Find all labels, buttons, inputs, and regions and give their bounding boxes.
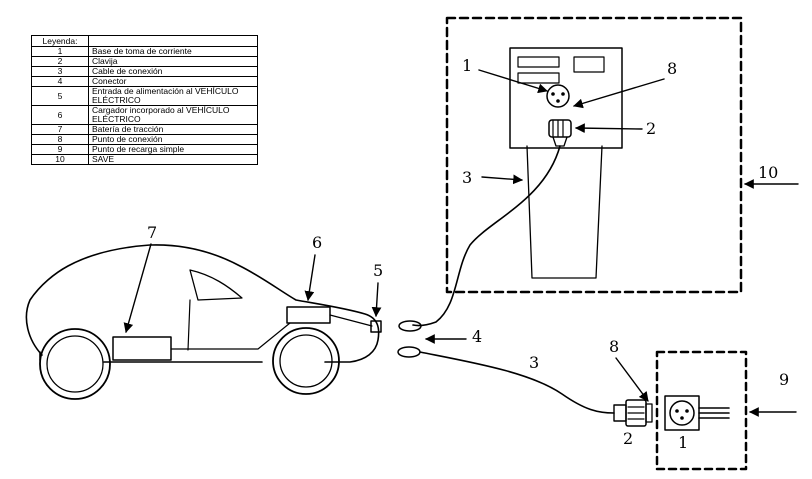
label-station-outlet: 1 [462, 56, 472, 75]
label-car-charger: 6 [312, 233, 322, 252]
legend-text: SAVE [88, 154, 258, 165]
label-car-inlet: 5 [373, 261, 383, 280]
electric-car: 7 6 5 [25, 223, 383, 400]
arrow-station-plug [575, 123, 643, 134]
car-inlet [370, 320, 382, 333]
station-outlet-icon [546, 84, 570, 108]
station-display-1 [517, 56, 560, 68]
simple-plug-icon [613, 399, 653, 427]
label-station-cable: 3 [462, 168, 472, 187]
arrow-station-point [573, 78, 665, 109]
label-simple-point: 8 [609, 337, 619, 356]
save-dashed-box [445, 16, 743, 294]
arrow-station-cable [481, 174, 523, 185]
car-hub-front [279, 334, 333, 388]
label-station-box: 10 [758, 163, 778, 182]
car-window [189, 269, 243, 301]
label-connectors: 4 [472, 327, 482, 346]
car-hub-rear [46, 335, 104, 393]
arrow-car-charger [304, 254, 316, 301]
label-simple-outlet: 1 [678, 433, 688, 452]
connector-lower [397, 346, 421, 358]
car-wheel-front [272, 327, 340, 395]
connector-upper [398, 320, 422, 332]
car-wheel-rear [39, 328, 111, 400]
car-battery [112, 336, 172, 361]
station-display-3 [573, 56, 605, 73]
arrow-car-inlet [371, 282, 382, 317]
save-station: 1 8 2 3 10 [412, 16, 799, 327]
simple-outlet-icon [664, 395, 730, 431]
label-simple-cable: 3 [529, 353, 539, 372]
connectors: 4 [397, 320, 482, 358]
label-simple-plug: 2 [623, 429, 633, 448]
arrow-simple-point [615, 357, 649, 402]
simple-charging-point: 3 8 2 1 9 [419, 337, 797, 471]
simple-dashed-box [655, 350, 748, 471]
station-post [526, 145, 603, 279]
simple-cable [419, 351, 615, 414]
label-car-battery: 7 [147, 223, 157, 242]
label-station-point: 8 [667, 59, 677, 78]
label-simple-box: 9 [779, 370, 789, 389]
station-plug-icon [548, 119, 572, 147]
arrow-car-battery [123, 243, 152, 333]
station-display-2 [517, 72, 560, 84]
label-station-plug: 2 [646, 119, 656, 138]
car-charger [286, 306, 331, 324]
station-head [509, 47, 623, 149]
car-internal-wiring [170, 314, 373, 350]
station-cable [412, 145, 561, 327]
car-door-line [187, 299, 191, 351]
arrow-station-outlet [478, 69, 548, 94]
